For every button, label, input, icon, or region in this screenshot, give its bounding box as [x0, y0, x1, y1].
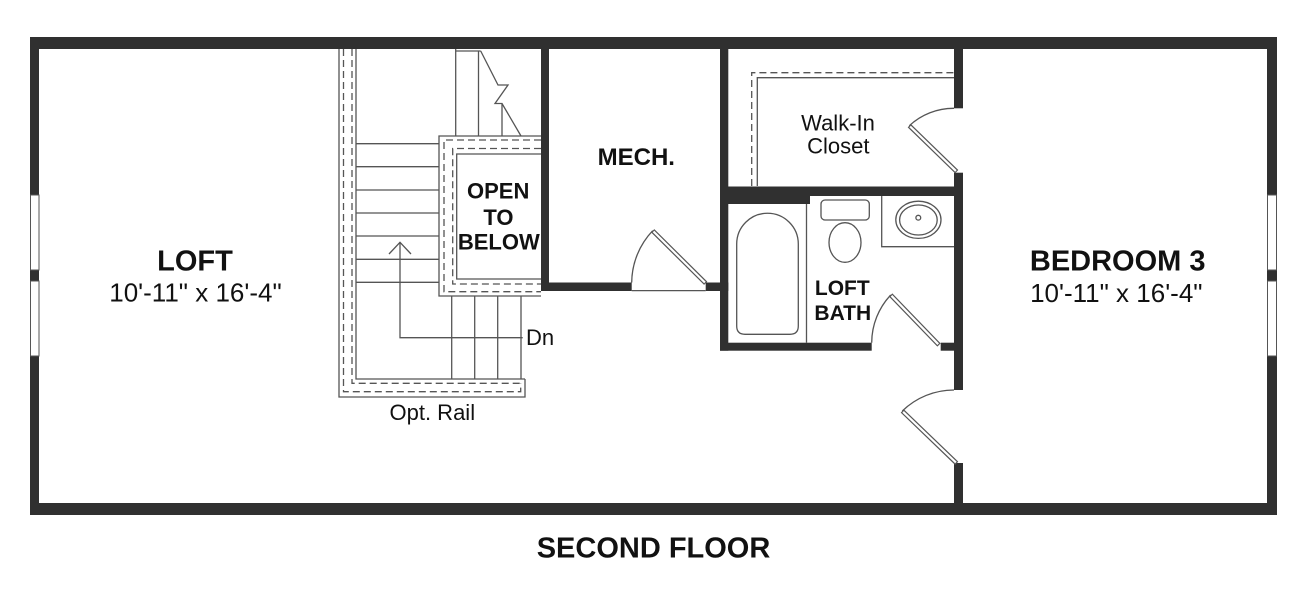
window-icon [1267, 280, 1277, 357]
sink-icon [881, 196, 954, 248]
open-to-below-line-3: BELOW [458, 229, 540, 254]
room-labels: LOFT 10'-11" x 16'-4" BEDROOM 3 10'-11" … [109, 111, 1205, 425]
door-leaf-fill [652, 230, 706, 284]
toilet-icon [820, 199, 870, 263]
door-leaf-fill [902, 411, 957, 464]
open-to-below-line-1: OPEN [467, 178, 529, 203]
interior-walls [541, 49, 963, 503]
rail [338, 49, 526, 398]
bath-bottom-wall-stub [940, 342, 963, 351]
rail-label: Opt. Rail [390, 400, 476, 425]
room-dimensions-loft: 10'-11" x 16'-4" [109, 278, 281, 308]
right-wall-lower [1267, 356, 1277, 515]
left-window-mullion [30, 270, 39, 281]
door-swing-icon [908, 107, 955, 127]
bath-fixtures [736, 196, 954, 343]
bathtub-icon [736, 212, 799, 335]
stair-direction-label: Dn [526, 325, 554, 350]
mech-left-wall [541, 49, 549, 291]
room-name-walk-in-closet-line-2: Closet [807, 133, 869, 158]
open-to-below-outline [438, 135, 541, 297]
room-name-mech: MECH. [598, 144, 675, 171]
stair-treads [356, 143, 439, 283]
door-leaf-fill [909, 125, 957, 172]
bath-door [871, 293, 941, 347]
door-swing-icon [631, 230, 654, 283]
plan-title: SECOND FLOOR [537, 533, 771, 565]
bottom-wall [30, 503, 1277, 515]
right-window-mullion [1267, 270, 1277, 281]
bedroom-door [900, 389, 959, 465]
closet-shelf-icon [751, 72, 954, 186]
left-wall-lower [30, 356, 39, 515]
staircase [338, 49, 526, 398]
stair-arrow-icon [388, 241, 523, 339]
right-wall-upper [1267, 37, 1277, 195]
upper-stair-flight [455, 49, 522, 137]
bedroom-wall-top [954, 49, 963, 109]
window-icon [30, 280, 40, 357]
room-name-bedroom-3: BEDROOM 3 [1030, 246, 1206, 278]
open-to-below-line-2: TO [483, 205, 513, 230]
mech-bottom-wall [541, 282, 632, 291]
door-swing-icon [871, 294, 892, 343]
closet-bottom-wall [720, 186, 963, 196]
room-dimensions-bedroom-3: 10'-11" x 16'-4" [1030, 278, 1202, 308]
top-wall [30, 37, 1277, 49]
door-swing-icon [901, 389, 955, 412]
exterior-walls [30, 37, 1277, 515]
bath-top-wall-thick [720, 186, 810, 204]
left-wall-upper [30, 37, 39, 195]
mech-door [631, 229, 708, 292]
bedroom-wall-middle [954, 172, 963, 390]
room-name-loft: LOFT [157, 246, 233, 278]
window-icon [1267, 194, 1277, 271]
bath-bottom-wall [720, 342, 872, 351]
bedroom-wall-bottom [954, 463, 963, 503]
room-name-walk-in-closet-line-1: Walk-In [801, 111, 875, 136]
window-icon [30, 194, 40, 271]
closet-door [907, 107, 959, 174]
door-leaf-fill [890, 295, 939, 345]
break-line-icon [480, 50, 522, 137]
room-name-loft-bath-line-1: LOFT [815, 277, 870, 300]
room-name-loft-bath-line-2: BATH [814, 302, 871, 325]
mech-bottom-wall-stub [705, 282, 729, 291]
